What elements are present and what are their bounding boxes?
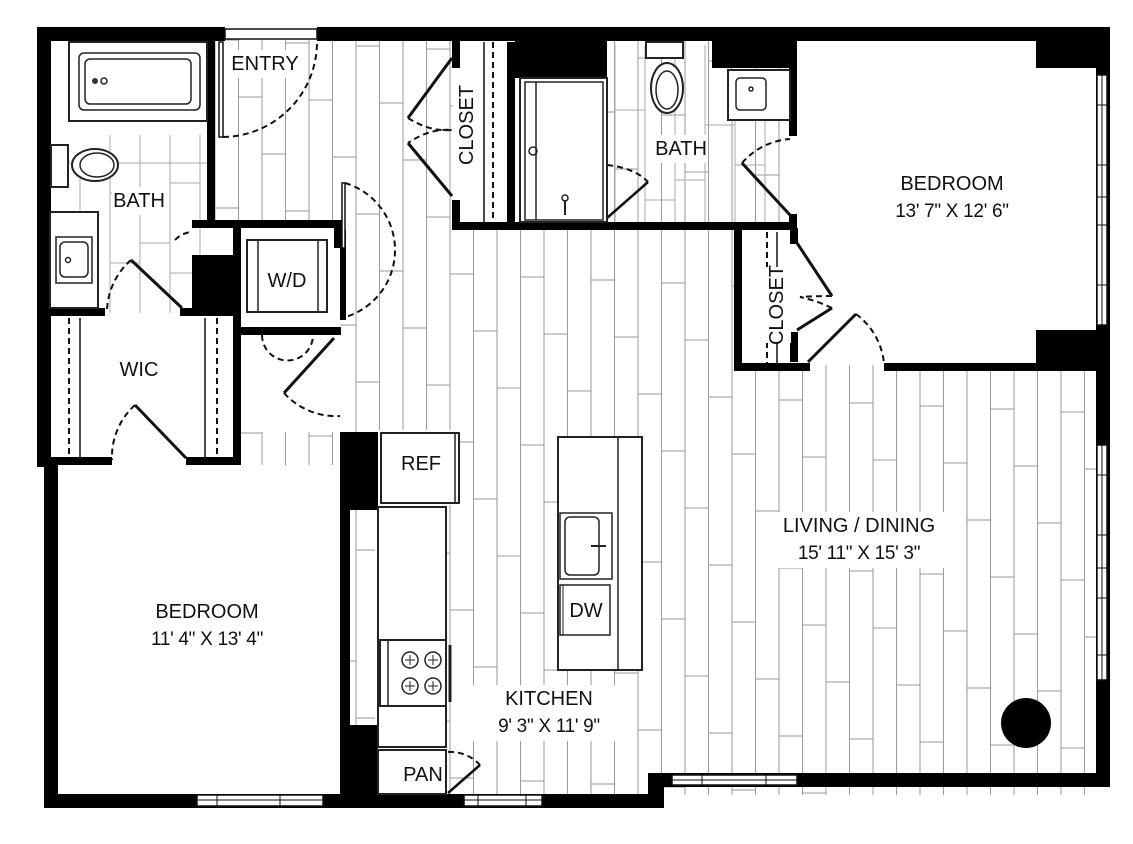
room-label-bedroom-1: BEDROOM 11' 4" X 13' 4" <box>119 598 295 654</box>
room-name: CLOSET <box>456 85 478 165</box>
room-dimensions: 13' 7" X 12' 6" <box>895 201 1008 222</box>
room-name: REF <box>401 453 441 475</box>
refrigerator-icon <box>380 432 460 504</box>
room-label-bath-2: BATH <box>654 135 708 163</box>
hall-door[interactable] <box>261 334 341 418</box>
stove-icon <box>379 639 452 707</box>
room-label-wic: WIC <box>117 356 161 384</box>
room-label-kitchen: KITCHEN 9' 3" X 11' 9" <box>467 685 631 741</box>
windows[interactable] <box>196 28 1108 807</box>
room-name: W/D <box>268 270 307 292</box>
closet-entry-doors[interactable] <box>406 57 454 197</box>
room-name: BEDROOM <box>155 601 258 623</box>
room-label-dw: DW <box>569 597 603 625</box>
window-living-bottom[interactable] <box>671 774 798 786</box>
room-label-closet-bedroom: CLOSET <box>763 265 791 345</box>
room-label-entry: ENTRY <box>231 50 299 78</box>
window-bedroom-1[interactable] <box>196 794 324 807</box>
room-name: LIVING / DINING <box>783 515 935 537</box>
window-kitchen[interactable] <box>463 794 543 807</box>
wd-door[interactable] <box>341 182 397 319</box>
doors[interactable] <box>106 41 885 794</box>
closet-bedroom-doors[interactable] <box>795 242 834 332</box>
room-label-living-dining: LIVING / DINING 15' 11" X 15' 3" <box>766 512 952 568</box>
wic-shelves <box>68 318 218 457</box>
room-name: CLOSET <box>766 265 788 345</box>
room-label-closet-entry: CLOSET <box>453 85 481 165</box>
room-name: PAN <box>403 764 443 786</box>
room-dimensions: 9' 3" X 11' 9" <box>498 716 600 737</box>
window-living[interactable] <box>1096 444 1108 681</box>
room-name: BATH <box>113 190 165 212</box>
room-labels: ENTRY BATH W/D WIC CLOSET BATH BEDROOM 13' 7" X… <box>112 50 1040 789</box>
room-label-wd: W/D <box>265 267 309 295</box>
sink-icon-2 <box>727 69 791 121</box>
room-name: WIC <box>120 359 159 381</box>
bath-1-door[interactable] <box>106 231 193 311</box>
kitchen-island <box>557 436 643 671</box>
pantry-door[interactable] <box>447 750 481 794</box>
shower-door[interactable] <box>606 164 649 219</box>
sink-icon <box>49 211 99 309</box>
bedroom-2-door[interactable] <box>806 312 885 364</box>
closet-entry-rod <box>483 42 515 224</box>
room-name: BEDROOM <box>900 173 1003 195</box>
room-label-pantry: PAN <box>401 761 445 789</box>
kitchen-counter <box>377 506 447 748</box>
room-name: ENTRY <box>231 53 298 75</box>
column-icon <box>1001 698 1051 748</box>
room-label-bath-1: BATH <box>112 187 166 215</box>
entry-door-opening[interactable] <box>224 28 318 40</box>
room-dimensions: 15' 11" X 15' 3" <box>798 543 920 564</box>
room-label-bedroom-2: BEDROOM 13' 7" X 12' 6" <box>864 170 1040 226</box>
toilet-icon-2 <box>645 41 684 114</box>
room-name: DW <box>569 600 602 622</box>
wic-door[interactable] <box>110 403 188 461</box>
window-bedroom-2[interactable] <box>1096 74 1108 326</box>
entry-door[interactable] <box>218 41 318 138</box>
bath-2-tiles <box>614 45 766 222</box>
room-name: KITCHEN <box>505 688 593 710</box>
room-dimensions: 11' 4" X 13' 4" <box>151 629 263 650</box>
fixtures <box>49 41 1051 795</box>
toilet-icon <box>50 144 119 188</box>
room-label-ref: REF <box>399 450 443 478</box>
bath-2-door[interactable] <box>740 138 792 217</box>
room-name: BATH <box>655 138 707 160</box>
bathtub-icon <box>68 41 208 122</box>
shower-icon <box>519 77 608 223</box>
